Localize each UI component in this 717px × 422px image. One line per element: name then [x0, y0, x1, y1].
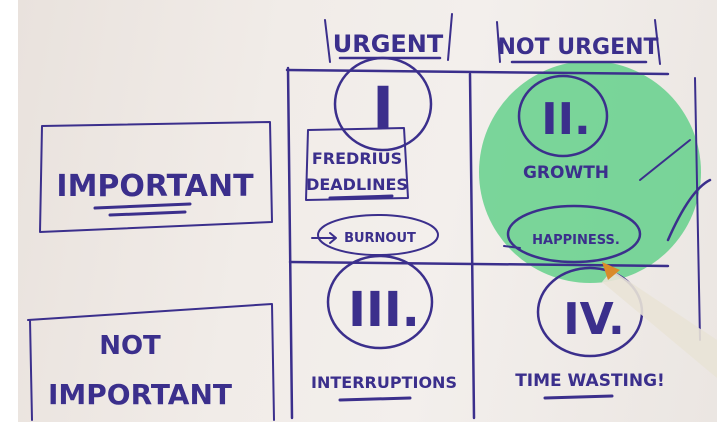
important-box: [39, 121, 273, 233]
q2-text: GROWTH: [523, 163, 609, 183]
interruptions-underline: [338, 396, 412, 402]
burnout-arrow: [311, 232, 337, 244]
q2-circle: [517, 74, 609, 158]
q3-text: INTERRUPTIONS: [311, 373, 457, 392]
happiness-arrow: [503, 245, 521, 249]
urgent-box: [324, 13, 453, 63]
important-label: IMPORTANT: [56, 169, 254, 204]
pen: [602, 262, 717, 378]
deadlines-underline: [328, 194, 394, 200]
growth-arrow: [639, 139, 691, 181]
q1-text-line2: DEADLINES: [306, 175, 408, 194]
deadlines-box: [305, 127, 409, 201]
curved-arrow: [666, 178, 712, 242]
q4-text: TIME WASTING!: [515, 371, 665, 391]
q1-text-line1: FREDRIUS: [312, 149, 402, 168]
not-urgent-box: [496, 19, 661, 65]
right-edge-line: [694, 77, 701, 341]
urgent-label: URGENT: [333, 30, 444, 58]
time-wasting-underline: [543, 394, 614, 400]
q1-numeral: I: [372, 74, 394, 142]
not-important-box: [27, 303, 275, 421]
q3-numeral: III.: [348, 282, 420, 338]
q1-circle: [333, 56, 433, 152]
burnout-oval: [317, 214, 439, 256]
left-grid-line: [286, 66, 294, 420]
pen-body: [602, 270, 717, 378]
q2-numeral: II.: [541, 94, 590, 145]
middle-grid-line: [468, 72, 476, 420]
pen-tip: [602, 262, 620, 280]
green-highlight-circle: [479, 61, 701, 283]
not-urgent-label: NOT URGENT: [497, 35, 658, 60]
q3-circle: [326, 254, 434, 350]
not-important-label-line1: NOT: [99, 331, 161, 361]
burnout-label: BURNOUT: [344, 231, 416, 246]
q4-numeral: IV.: [563, 294, 624, 345]
happiness-label: HAPPINESS.: [532, 233, 620, 248]
not-important-label-line2: IMPORTANT: [48, 378, 232, 411]
happiness-oval: [506, 204, 642, 264]
important-underline: [93, 202, 192, 217]
